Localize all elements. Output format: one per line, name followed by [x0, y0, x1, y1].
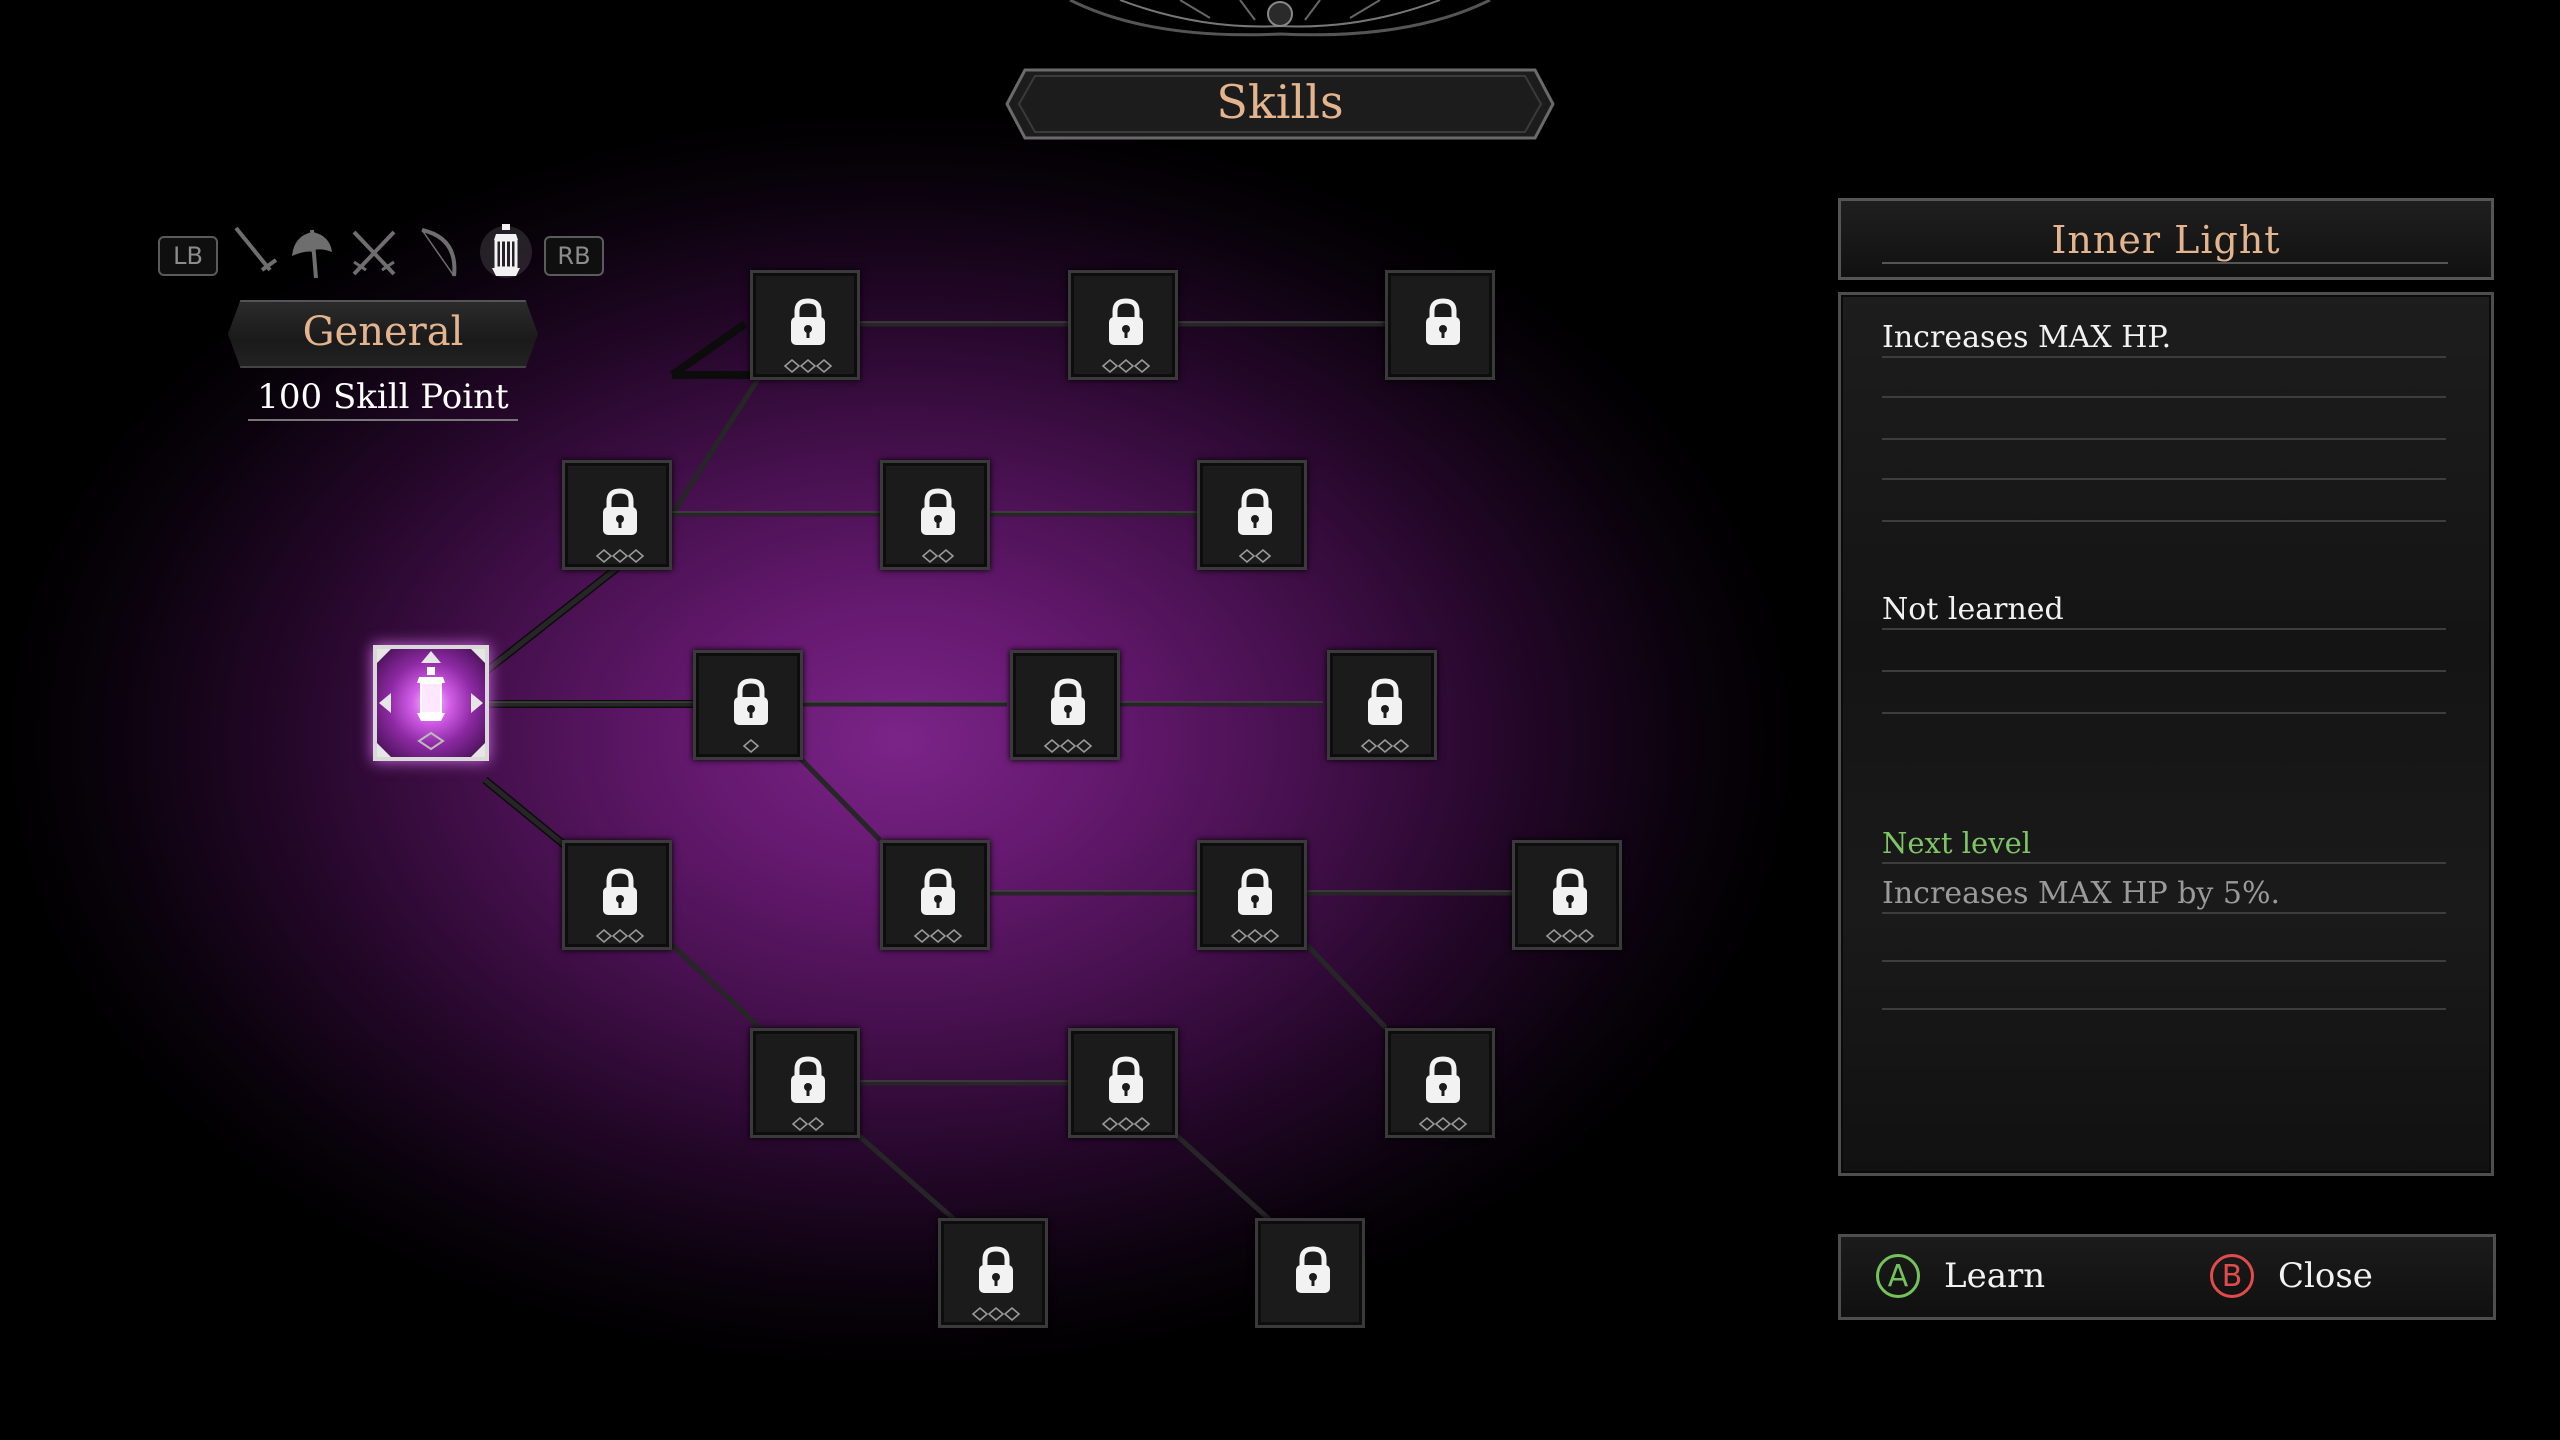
skill-node-locked[interactable] [1068, 270, 1178, 380]
bow-icon[interactable] [408, 222, 468, 282]
title-plate [1005, 68, 1555, 140]
connector-root-upper [483, 566, 619, 674]
lock-icon [1051, 678, 1085, 725]
level-pips [783, 358, 833, 374]
skill-node-locked[interactable] [1385, 270, 1495, 380]
action-bar [1838, 1234, 2496, 1320]
level-pips [595, 928, 645, 944]
skill-description: Increases MAX HP. [1882, 320, 2172, 355]
skill-node-locked[interactable] [1327, 650, 1437, 760]
divider [1882, 438, 2446, 440]
divider [1882, 912, 2446, 914]
divider [1882, 396, 2446, 398]
lock-icon [1238, 488, 1272, 535]
learn-button[interactable]: Learn [1944, 1256, 2046, 1296]
skill-node-locked[interactable] [750, 1028, 860, 1138]
skill-name-underline [1882, 262, 2448, 264]
page-title: Skills [1216, 75, 1344, 129]
next-level-label: Next level [1882, 826, 2032, 860]
divider [1882, 478, 2446, 480]
close-button[interactable]: Close [2278, 1256, 2373, 1296]
skill-node-locked[interactable] [562, 840, 672, 950]
lock-icon [791, 298, 825, 345]
divider [1882, 1008, 2446, 1010]
divider [1882, 628, 2446, 630]
next-level-description: Increases MAX HP by 5%. [1882, 876, 2281, 911]
skill-node-locked[interactable] [880, 840, 990, 950]
skill-description-panel [1838, 292, 2494, 1176]
lock-icon [791, 1056, 825, 1103]
level-pips [1545, 928, 1595, 944]
skill-node-locked[interactable] [1010, 650, 1120, 760]
b-button-icon[interactable]: B [2210, 1254, 2254, 1298]
level-pips [1238, 548, 1272, 564]
skill-node-locked[interactable] [880, 460, 990, 570]
skill-node-locked[interactable] [750, 270, 860, 380]
lock-icon [979, 1246, 1013, 1293]
level-pips [742, 738, 760, 754]
skill-tree-connectors [482, 320, 1512, 1222]
level-pips [1418, 1116, 1468, 1132]
level-pips [913, 928, 963, 944]
lock-icon [1426, 298, 1460, 345]
lock-icon [921, 488, 955, 535]
skill-points: 100 Skill Point [248, 375, 518, 421]
skill-node-locked[interactable] [693, 650, 803, 760]
lock-icon [1296, 1246, 1330, 1293]
lb-button[interactable]: LB [158, 236, 218, 276]
divider [1882, 862, 2446, 864]
weapon-tabs: LB RB [158, 222, 608, 282]
skill-node-locked[interactable] [1068, 1028, 1178, 1138]
skill-node-locked[interactable] [1197, 840, 1307, 950]
lock-icon [1238, 868, 1272, 915]
skill-node-locked[interactable] [1385, 1028, 1495, 1138]
divider [1882, 356, 2446, 358]
level-pips [1360, 738, 1410, 754]
rb-button[interactable]: RB [544, 236, 604, 276]
level-pips [921, 548, 955, 564]
skill-node-root[interactable] [373, 645, 489, 761]
divider [1882, 670, 2446, 672]
axe-icon[interactable] [282, 222, 342, 282]
lock-icon [921, 868, 955, 915]
lantern-icon [377, 649, 485, 757]
skill-node-locked[interactable] [562, 460, 672, 570]
level-pips [791, 1116, 825, 1132]
category-label: General [302, 309, 464, 355]
lock-icon [1426, 1056, 1460, 1103]
level-pips [1101, 1116, 1151, 1132]
lock-icon [734, 678, 768, 725]
level-pips [1043, 738, 1093, 754]
lock-icon [1553, 868, 1587, 915]
skill-status: Not learned [1882, 592, 2064, 627]
a-button-icon[interactable]: A [1876, 1254, 1920, 1298]
skill-name: Inner Light [2051, 218, 2281, 262]
skill-node-locked[interactable] [1512, 840, 1622, 950]
divider [1882, 520, 2446, 522]
level-pips [1230, 928, 1280, 944]
skill-node-locked[interactable] [1197, 460, 1307, 570]
lock-icon [1109, 1056, 1143, 1103]
category-plate [228, 300, 538, 368]
skill-node-locked[interactable] [1255, 1218, 1365, 1328]
crossed-swords-icon[interactable] [344, 222, 404, 282]
divider [1882, 712, 2446, 714]
lock-icon [1368, 678, 1402, 725]
title-ornament [1069, 0, 1491, 37]
level-pips [971, 1306, 1021, 1322]
skill-node-locked[interactable] [938, 1218, 1048, 1328]
lantern-icon[interactable] [476, 222, 536, 282]
lock-icon [1109, 298, 1143, 345]
level-pips [595, 548, 645, 564]
lock-icon [603, 488, 637, 535]
lock-icon [603, 868, 637, 915]
divider [1882, 960, 2446, 962]
level-pips [1418, 357, 1468, 375]
level-pips [1101, 358, 1151, 374]
level-pips [1288, 1305, 1338, 1323]
skill-name-plate [1838, 198, 2494, 280]
sword-icon[interactable] [224, 222, 284, 282]
